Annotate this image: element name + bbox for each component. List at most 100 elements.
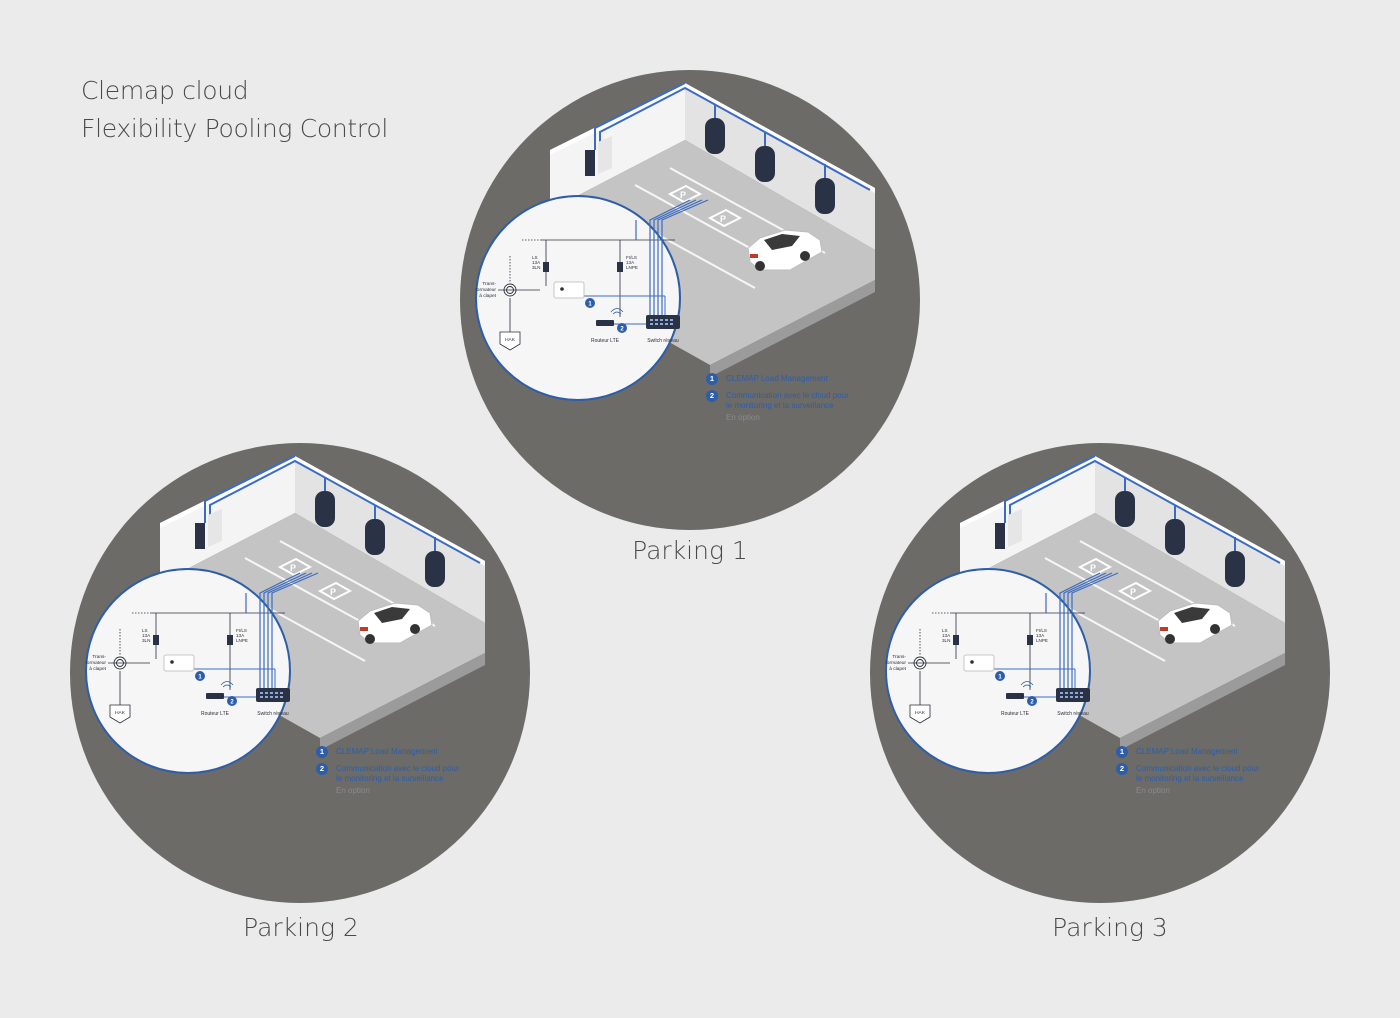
legend-item-2: 2 Communication avec le cloud pour le mo… bbox=[1116, 763, 1286, 784]
parking-2-diagram: P P bbox=[70, 443, 530, 903]
breaker1-l3: 3LN bbox=[532, 265, 540, 270]
transformer-icon bbox=[503, 283, 517, 297]
router-lte bbox=[596, 320, 614, 326]
legend-text-2a: Communication avec le cloud pour bbox=[726, 391, 849, 400]
clemap-module bbox=[963, 654, 995, 672]
network-cables bbox=[1045, 572, 1119, 691]
legend-text-2b: le monitoring et la surveillance bbox=[726, 401, 834, 410]
breaker2-l3: LNPE bbox=[626, 265, 638, 270]
header-subtitle: Flexibility Pooling Control bbox=[81, 114, 388, 143]
legend-number-2: 2 bbox=[706, 390, 718, 402]
floor-edge bbox=[1120, 653, 1285, 750]
svg-text:P: P bbox=[1130, 587, 1136, 597]
svg-text:P: P bbox=[680, 190, 686, 200]
legend-option-row: En option bbox=[1116, 786, 1286, 796]
wall-panel bbox=[1008, 509, 1022, 547]
hak-label: HAK bbox=[915, 710, 926, 716]
wallbox-charger bbox=[1115, 491, 1245, 587]
wifi-icon bbox=[1020, 681, 1034, 688]
parking-1-label: Parking 1 bbox=[632, 536, 748, 565]
legend-item-1: 1 CLEMAP Load Management bbox=[1116, 746, 1286, 758]
module-led bbox=[970, 660, 974, 664]
hak-label: HAK bbox=[505, 337, 516, 343]
diagram-legend: 1 CLEMAP Load Management 2 Communication… bbox=[316, 746, 486, 803]
breaker2-l2: 13A bbox=[626, 260, 635, 265]
transformer-label-3: à clapet bbox=[479, 293, 496, 299]
breaker-icon bbox=[1027, 635, 1033, 645]
badge-2 bbox=[1027, 696, 1037, 706]
distribution-box bbox=[995, 523, 1005, 549]
badge-1 bbox=[195, 671, 205, 681]
diagram-legend: 1 CLEMAP Load Management 2 Communication… bbox=[1116, 746, 1286, 803]
floor-edge bbox=[710, 280, 875, 377]
wifi-icon bbox=[610, 308, 624, 315]
router-lte bbox=[206, 693, 224, 699]
badge-1 bbox=[995, 671, 1005, 681]
transformer-label-2: formateur bbox=[885, 660, 906, 666]
badge-2 bbox=[617, 323, 627, 333]
transformer-label-1: Trans- bbox=[892, 654, 906, 660]
wiring-diagram bbox=[498, 239, 675, 332]
badge-2-num: 2 bbox=[230, 700, 234, 706]
svg-text:P: P bbox=[1090, 563, 1096, 573]
legend-text-1: CLEMAP Load Management bbox=[1136, 747, 1238, 756]
transformer-label-3: à clapet bbox=[89, 666, 106, 672]
legend-number-1: 1 bbox=[1116, 746, 1128, 758]
breaker2-l2: 13A bbox=[1036, 633, 1045, 638]
hak-label: HAK bbox=[115, 710, 126, 716]
breaker-icon bbox=[227, 635, 233, 645]
legend-text-2b: le monitoring et la surveillance bbox=[336, 774, 444, 783]
switch-ports bbox=[1060, 692, 1083, 698]
breaker-icon bbox=[953, 635, 959, 645]
legend-item-1: 1 CLEMAP Load Management bbox=[316, 746, 486, 758]
breaker2-l3: LNPE bbox=[236, 638, 248, 643]
transformer-label-2: formateur bbox=[475, 287, 496, 293]
parking-3-label: Parking 3 bbox=[1052, 913, 1168, 942]
breaker-icon bbox=[153, 635, 159, 645]
breaker1-l2: 13A bbox=[142, 633, 151, 638]
wallbox-charger bbox=[315, 491, 445, 587]
svg-text:P: P bbox=[290, 563, 296, 573]
garage-back-wall bbox=[550, 83, 685, 210]
page-header: Clemap cloud Flexibility Pooling Control bbox=[81, 72, 388, 148]
switch-label: Switch réseau bbox=[1057, 711, 1089, 717]
breaker2-l1: FI/LS bbox=[236, 628, 247, 633]
badge-1-num: 1 bbox=[198, 675, 202, 681]
breaker1-l2: 13A bbox=[942, 633, 951, 638]
ev-parking-icon: P P bbox=[277, 557, 353, 601]
parking-illustration: P P bbox=[70, 443, 530, 903]
badge-2-num: 2 bbox=[1030, 700, 1034, 706]
hak-box bbox=[909, 704, 931, 724]
legend-number-1: 1 bbox=[706, 373, 718, 385]
badge-1 bbox=[585, 298, 595, 308]
breaker2-l2: 13A bbox=[236, 633, 245, 638]
electric-car bbox=[357, 602, 433, 644]
breaker1-l1: LS bbox=[142, 628, 148, 633]
switch-ports bbox=[650, 319, 673, 325]
hak-box bbox=[109, 704, 131, 724]
distribution-box bbox=[195, 523, 205, 549]
legend-number-2: 2 bbox=[316, 763, 328, 775]
floor-edge bbox=[320, 653, 485, 750]
header-title: Clemap cloud bbox=[81, 76, 249, 105]
module-led bbox=[560, 287, 564, 291]
router-label: Routeur LTE bbox=[1001, 711, 1030, 717]
diagram-legend: 1 CLEMAP Load Management 2 Communication… bbox=[706, 373, 876, 430]
badge-2 bbox=[227, 696, 237, 706]
electric-car bbox=[747, 229, 823, 271]
clemap-module bbox=[553, 281, 585, 299]
switch-label: Switch réseau bbox=[257, 711, 289, 717]
parking-2-label: Parking 2 bbox=[243, 913, 359, 942]
breaker1-l3: 3LN bbox=[942, 638, 950, 643]
breaker-icon bbox=[617, 262, 623, 272]
network-cables bbox=[635, 199, 709, 318]
legend-text-2a: Communication avec le cloud pour bbox=[1136, 764, 1259, 773]
network-switch bbox=[1056, 688, 1090, 702]
legend-option: En option bbox=[336, 786, 370, 795]
wallbox-charger bbox=[705, 118, 835, 214]
breaker1-l3: 3LN bbox=[142, 638, 150, 643]
transformer-icon bbox=[113, 656, 127, 670]
legend-text-2b: le monitoring et la surveillance bbox=[1136, 774, 1244, 783]
clemap-module bbox=[163, 654, 195, 672]
wiring-diagram bbox=[108, 612, 285, 705]
